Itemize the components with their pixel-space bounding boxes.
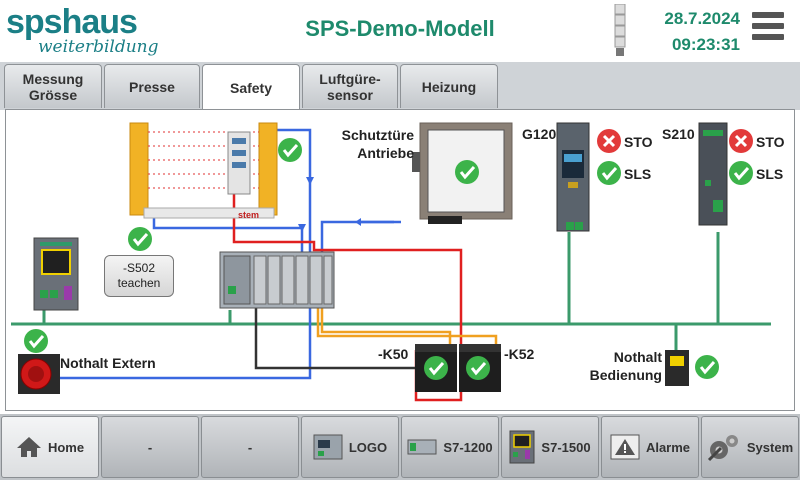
ok-check-icon (128, 227, 152, 251)
logo-wordmark: spshaus (6, 3, 138, 41)
nothalt-extern-label: Nothalt Extern (60, 355, 156, 371)
tab-luftguete-sensor[interactable]: Luftgüre-sensor (302, 64, 398, 108)
tab-label: Messung Grösse (22, 70, 84, 103)
bottom-navigation: Home - - LOGO S7-1200 S7-1500 Alarme Sys… (0, 414, 800, 480)
s502-teach-button[interactable]: -S502 teachen (104, 255, 174, 297)
nav-label: LOGO (348, 439, 388, 455)
sls-ok-icon (729, 161, 753, 185)
red-wires (232, 190, 463, 402)
tab-label: Presse (129, 78, 175, 95)
date-time: 28.7.2024 09:23:31 (640, 6, 740, 58)
s502-teach-label: -S502 teachen (117, 261, 161, 290)
tab-label: Heizung (421, 78, 477, 95)
safety-panel: stem (5, 109, 795, 411)
safety-wiring-diagram: stem (11, 122, 771, 402)
s210-label: S210 (662, 126, 695, 142)
s7-1500-icon (509, 430, 535, 464)
s210-sls-label: SLS (756, 166, 784, 182)
schutztuere-label: Schutztüre Antriebe (341, 127, 414, 161)
time-text: 09:23:31 (671, 35, 740, 54)
tab-messung-groesse[interactable]: Messung Grösse (4, 64, 102, 108)
s210-sto-label: STO (756, 134, 785, 150)
light-curtain-brand: stem (238, 210, 259, 220)
tab-heizung[interactable]: Heizung (400, 64, 498, 108)
nav-label: System (746, 439, 794, 455)
header: spshaus weiterbildung SPS-Demo-Modell 28… (0, 0, 800, 62)
g120-sto-label: STO (624, 134, 653, 150)
nav-label: - (247, 439, 253, 455)
plc-rack-device (219, 251, 335, 309)
tab-safety[interactable]: Safety (202, 64, 300, 111)
sto-fault-icon (597, 129, 621, 153)
ok-check-icon (24, 329, 48, 353)
nav-empty-button-1[interactable]: - (101, 416, 199, 478)
light-curtain (129, 122, 278, 219)
nav-s7-1500-button[interactable]: S7-1500 (501, 416, 599, 478)
s7-1200-icon (407, 439, 437, 455)
tab-bar: Messung Grösse Presse Safety Luftgüre-se… (0, 62, 800, 111)
sto-fault-icon (729, 129, 753, 153)
nav-alarme-button[interactable]: Alarme (601, 416, 699, 478)
logo-tagline: weiterbildung (38, 37, 159, 57)
sls-ok-icon (597, 161, 621, 185)
g120-sls-label: SLS (624, 166, 652, 182)
emergency-stop-external-icon (18, 354, 60, 394)
safety-controller-device (33, 237, 79, 311)
gears-icon (707, 435, 738, 462)
nav-label: Alarme (645, 439, 691, 455)
tab-label: Safety (229, 80, 273, 96)
status-icons (24, 129, 753, 380)
tab-presse[interactable]: Presse (104, 64, 200, 108)
hamburger-menu-icon[interactable] (752, 12, 784, 46)
ok-check-icon (424, 356, 448, 380)
nav-label: S7-1200 (443, 439, 493, 455)
page-title: SPS-Demo-Modell (305, 16, 495, 41)
warning-icon (610, 434, 640, 460)
nav-label: Home (47, 439, 85, 455)
nav-label: - (147, 439, 153, 455)
signal-tower-icon (614, 4, 626, 56)
g120-drive-device (556, 122, 590, 232)
ok-check-icon (278, 138, 302, 162)
logo-plc-icon (313, 434, 343, 460)
spshaus-logo: spshaus weiterbildung (6, 4, 166, 58)
tab-label: Luftgüre-sensor (319, 70, 381, 103)
s210-drive-device (698, 122, 728, 226)
emergency-stop-panel-icon (665, 350, 689, 386)
k50-label: -K50 (378, 346, 409, 362)
date-text: 28.7.2024 (664, 9, 740, 28)
ok-check-icon (455, 160, 479, 184)
k52-label: -K52 (504, 346, 535, 362)
ok-check-icon (695, 355, 719, 379)
home-icon (16, 437, 41, 457)
nav-empty-button-2[interactable]: - (201, 416, 299, 478)
nothalt-bedienung-label: Nothalt Bedienung (589, 349, 662, 383)
nav-system-button[interactable]: System (701, 416, 799, 478)
ok-check-icon (466, 356, 490, 380)
orange-wires (316, 292, 498, 350)
g120-label: G120 (522, 126, 557, 142)
nav-s7-1200-button[interactable]: S7-1200 (401, 416, 499, 478)
nav-label: S7-1500 (541, 439, 591, 455)
nav-logo-button[interactable]: LOGO (301, 416, 399, 478)
nav-home-button[interactable]: Home (1, 416, 99, 478)
